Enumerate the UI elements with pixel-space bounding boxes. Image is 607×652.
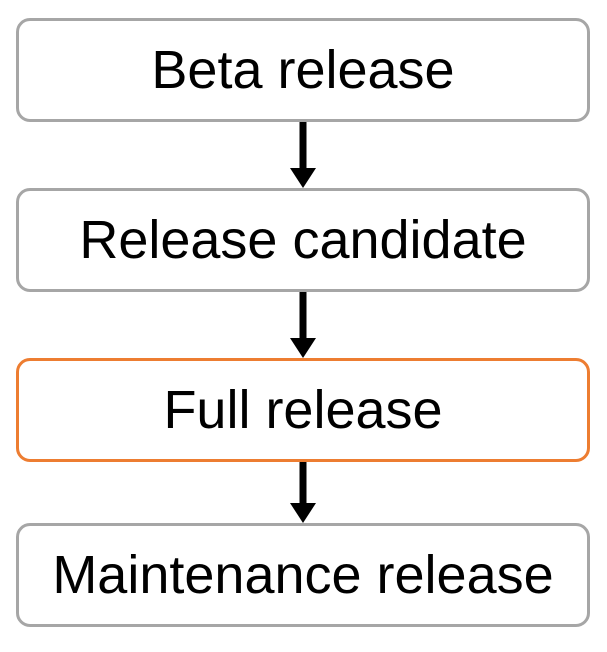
flow-arrow-down-2: [290, 292, 316, 358]
flow-node-label: Release candidate: [79, 210, 527, 270]
flow-node-release-candidate: Release candidate: [16, 188, 590, 292]
flow-node-label: Maintenance release: [52, 545, 554, 605]
flow-node-label: Beta release: [151, 40, 455, 100]
flow-arrow-down-3: [290, 462, 316, 523]
flow-node-full-release: Full release: [16, 358, 590, 462]
flow-arrow-down-1: [290, 122, 316, 188]
flow-node-label: Full release: [163, 380, 443, 440]
flow-node-beta-release: Beta release: [16, 18, 590, 122]
flow-node-maintenance-release: Maintenance release: [16, 523, 590, 627]
